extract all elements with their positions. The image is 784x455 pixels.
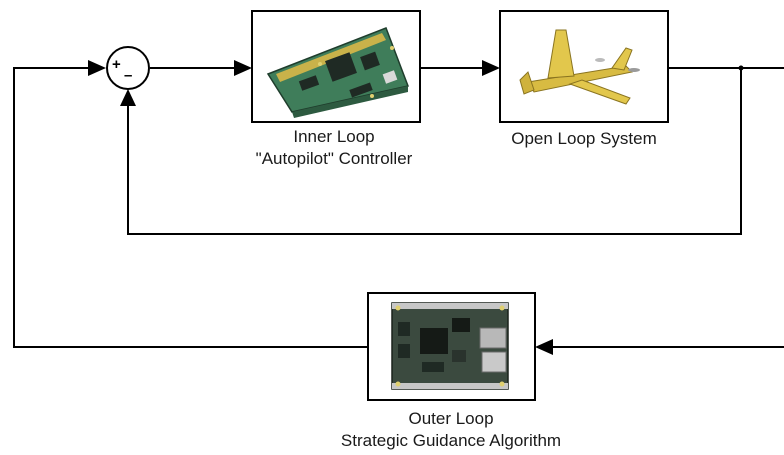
inner-loop-block	[251, 10, 421, 123]
open-loop-system-label: Open Loop System	[511, 129, 657, 148]
autopilot-board-image	[266, 27, 410, 118]
inner-feedback-arrowhead	[120, 89, 136, 106]
plant-input-arrowhead	[482, 60, 500, 76]
uav-aircraft-image	[519, 29, 640, 105]
plus-sign: +	[112, 56, 121, 73]
summing-junction: + –	[106, 46, 150, 90]
sum-input-arrowhead	[88, 60, 106, 76]
outer-loop-label-line1: Outer Loop	[408, 409, 493, 428]
guidance-board-image	[391, 302, 509, 390]
minus-sign: –	[124, 67, 132, 84]
inner-input-arrowhead	[234, 60, 252, 76]
inner-loop-label-line2: "Autopilot" Controller	[256, 149, 413, 168]
open-loop-system-block	[499, 10, 669, 123]
outer-input-arrowhead	[535, 339, 553, 355]
outer-loop-label-line2: Strategic Guidance Algorithm	[341, 431, 561, 450]
outer-feedback-wire	[13, 67, 368, 348]
inner-loop-label-line1: Inner Loop	[293, 127, 374, 146]
inner-feedback-wire	[127, 68, 742, 235]
outer-loop-block	[367, 292, 536, 401]
